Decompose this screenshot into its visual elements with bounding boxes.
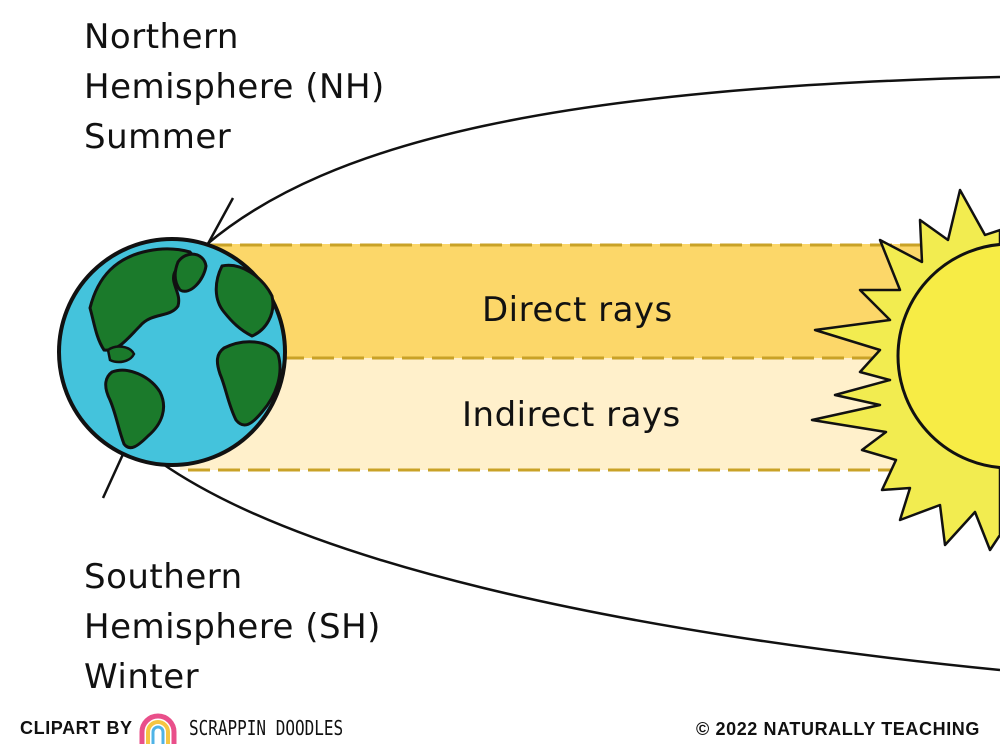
earth-globe-icon: [57, 237, 287, 467]
indirect-rays-label: Indirect rays: [462, 395, 681, 435]
europe-asia-land: [214, 263, 275, 338]
direct-rays-label: Direct rays: [482, 290, 673, 330]
north-america-land: [88, 247, 196, 352]
earth-axis-bottom: [101, 451, 126, 499]
orbit-path: [159, 75, 1000, 672]
sh-hemisphere-line: Hemisphere (SH): [84, 607, 381, 647]
africa-land: [215, 340, 282, 427]
sun-core: [896, 242, 1000, 470]
sun-icon: [810, 188, 1000, 552]
sh-title-line: Southern: [84, 557, 243, 597]
south-america-land: [104, 368, 165, 450]
northern-hemisphere-label: Northern Hemisphere (NH) Summer: [84, 12, 385, 162]
clipart-credit: CLIPART BY SCRAPPIN DOODLES: [20, 716, 381, 740]
clipart-brand-name: SCRAPPIN DOODLES: [188, 716, 343, 740]
sh-season-line: Winter: [84, 657, 200, 697]
greenland-land: [173, 252, 208, 293]
nh-title-line: Northern: [84, 17, 239, 57]
island-land: [106, 345, 136, 364]
nh-season-line: Summer: [84, 117, 232, 157]
southern-hemisphere-label: Southern Hemisphere (SH) Winter: [84, 552, 381, 702]
nh-hemisphere-line: Hemisphere (NH): [84, 67, 385, 107]
clipart-prefix: CLIPART BY: [20, 717, 133, 738]
rainbow-logo-icon: [139, 713, 177, 744]
copyright-notice: © 2022 NATURALLY TEACHING: [696, 719, 980, 739]
